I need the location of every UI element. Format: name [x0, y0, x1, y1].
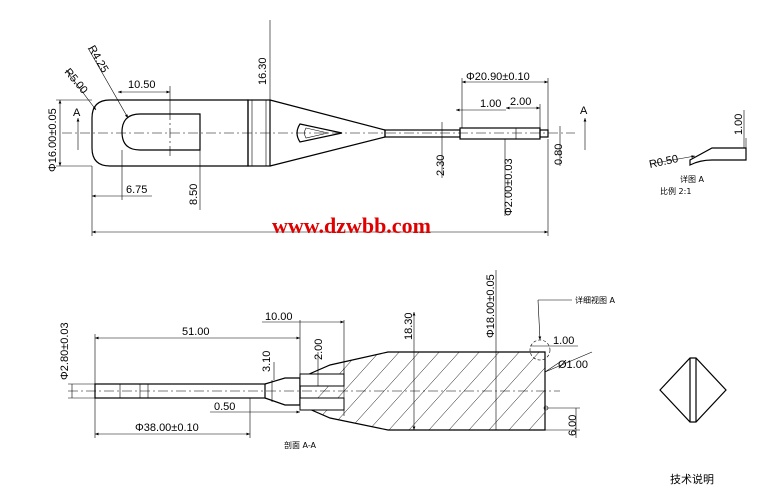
- sec-dim-1800: Φ18.00±0.05: [485, 274, 497, 338]
- dim-100: 1.00: [480, 98, 501, 110]
- shaft: [384, 129, 461, 138]
- technical-notes: 技术说明: [670, 472, 714, 486]
- sec-dim-3800: Φ38.00±0.10: [135, 422, 199, 434]
- section-view-aa: Φ2.80±0.03 51.00 10.00 3.10 2.00 0.50 Φ3…: [59, 270, 616, 450]
- dim-230: 2.30: [435, 155, 447, 176]
- dim-r500: R5.00: [62, 66, 90, 96]
- dim-1600: Φ16.00±0.05: [47, 108, 59, 172]
- sec-dim-100: 1.00: [553, 335, 574, 347]
- sec-dim-1000: 10.00: [265, 311, 293, 323]
- detail-scale: 比例 2:1: [660, 186, 691, 196]
- section-label: 剖面 A-A: [284, 440, 317, 450]
- section-hatch: [300, 352, 545, 430]
- dim-1050: 10.50: [128, 79, 156, 91]
- sec-dim-310: 3.10: [261, 351, 273, 372]
- top-view: A A R4.25 R5.00 10.50 16.30 Φ16.00±0.05 …: [47, 20, 588, 236]
- handle-outline: [91, 99, 249, 167]
- sec-callout: 详细视图 A: [575, 295, 616, 305]
- dim-r425: R4.25: [85, 44, 110, 75]
- dim-080: 0.80: [553, 144, 565, 165]
- sec-dim-200: 2.00: [313, 339, 325, 360]
- dim-675: 6.75: [126, 184, 147, 196]
- detail-radius: R0.50: [648, 153, 679, 171]
- detail-dim-100: 1.00: [733, 114, 745, 135]
- triangle-window: [296, 123, 343, 143]
- dim-200b: Φ2.00±0.03: [503, 158, 515, 216]
- detail-outline: [689, 147, 747, 166]
- dim-2090: Φ20.90±0.10: [466, 71, 530, 83]
- end-view: [659, 357, 727, 423]
- dim-200: 2.00: [510, 96, 531, 108]
- end-view-outline: [659, 357, 727, 423]
- watermark: www.dzwbb.com: [272, 213, 431, 238]
- sec-dim-1830: 18.30: [403, 312, 415, 340]
- sec-dim-600: 6.00: [567, 415, 579, 436]
- tip: [459, 127, 541, 140]
- sec-dim-280: Φ2.80±0.03: [59, 322, 71, 380]
- inner-slot-top: [299, 373, 345, 387]
- sec-dim-5100: 51.00: [182, 326, 210, 338]
- sec-dim-phi100: Ø1.00: [558, 359, 588, 371]
- section-mark-left: A: [73, 107, 81, 119]
- inner-slot-bottom: [299, 397, 345, 411]
- section-mark-right: A: [580, 105, 588, 117]
- detail-view-a: 1.00 R0.50 详图 A 比例 2:1: [648, 110, 747, 196]
- dim-1630: 16.30: [257, 57, 269, 85]
- detail-label: 详图 A: [680, 174, 705, 184]
- dim-850: 8.50: [188, 184, 200, 205]
- handle-slot: [121, 113, 201, 151]
- sec-dim-050: 0.50: [214, 401, 235, 413]
